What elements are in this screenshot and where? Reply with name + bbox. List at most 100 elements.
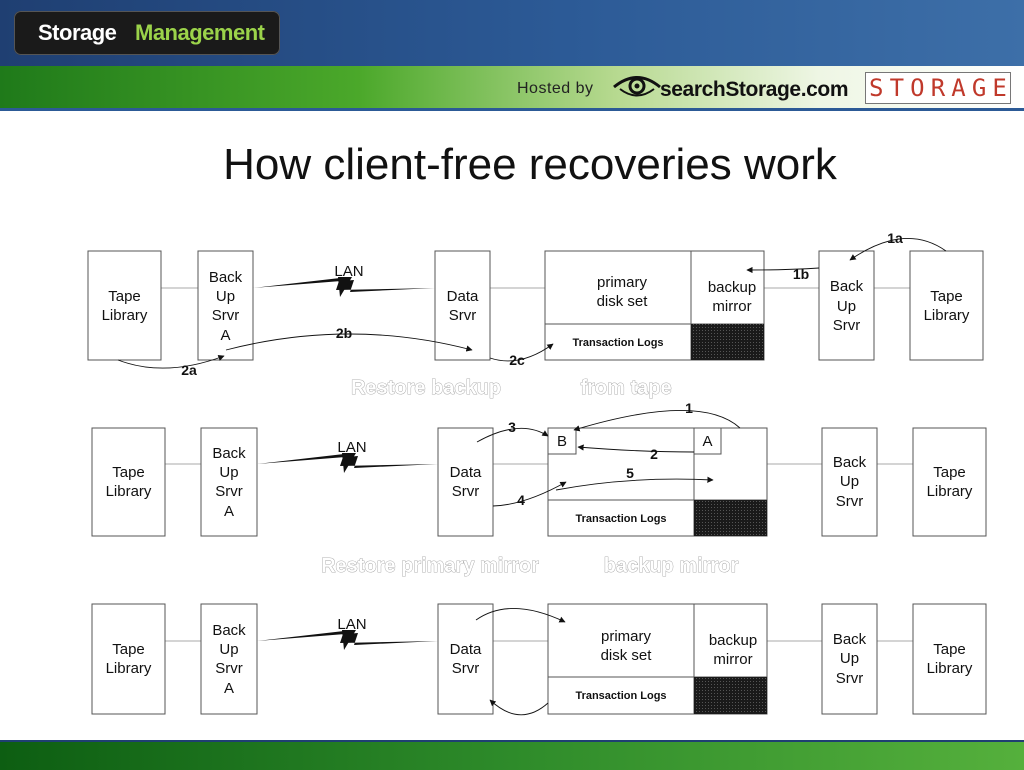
data-server-label: Srvr	[452, 660, 480, 677]
backup-server-label: A	[224, 680, 234, 697]
logo-word-storage: Storage	[38, 20, 117, 45]
arrow-step-2b	[225, 333, 473, 352]
lan-link: LAN	[253, 263, 435, 297]
primary-disk-set-label: disk set	[601, 647, 653, 664]
tape-library-label: Library	[924, 307, 970, 324]
step-label: 5	[626, 465, 634, 481]
tape-library-label: Library	[106, 483, 152, 500]
backup-server-label: Up	[840, 650, 859, 667]
tape-library-label: Library	[102, 307, 148, 324]
tape-library-label: Tape	[112, 641, 145, 658]
backup-server-label: Back	[830, 278, 864, 295]
backup-server-label: Up	[840, 473, 859, 490]
step-label: 2c	[509, 352, 525, 368]
step-label: 2	[650, 446, 658, 462]
data-server: Data Srvr	[434, 250, 491, 361]
backup-server-label: Back	[833, 631, 867, 648]
backup-server-label: Back	[209, 269, 243, 286]
storage-management-logo: Storage Management	[14, 11, 280, 55]
data-server: Data Srvr	[437, 603, 494, 715]
step-label: 1a	[887, 230, 903, 246]
backup-server-label: Srvr	[833, 317, 861, 334]
data-server-label: Srvr	[449, 307, 477, 324]
brand-letter: A	[951, 74, 966, 102]
row-2-caption: backup mirror	[604, 555, 739, 577]
transaction-logs-label: Transaction Logs	[575, 513, 666, 525]
tape-library-label: Tape	[933, 641, 966, 658]
slide-title: How client-free recoveries work	[223, 140, 837, 189]
brand-letter: G	[971, 74, 987, 102]
tape-library-label: Library	[106, 660, 152, 677]
backup-server-right: Back Up Srvr	[821, 427, 878, 537]
tape-library-label: Tape	[933, 464, 966, 481]
lan-label: LAN	[337, 616, 366, 633]
transaction-logs-label: Transaction Logs	[575, 690, 666, 702]
lan-label: LAN	[337, 439, 366, 456]
backup-server-a: Back Up Srvr A	[197, 250, 254, 361]
backup-server-right: Back Up Srvr	[818, 250, 875, 361]
brand-letter: T	[889, 74, 905, 102]
backup-server-label: Srvr	[215, 483, 243, 500]
tape-library-left: Tape Library	[91, 603, 166, 715]
backup-server-label: Back	[212, 445, 246, 462]
row-3: Tape Library Back Up Srvr A LAN Data Srv…	[91, 603, 987, 716]
arrow-step-1	[573, 410, 741, 432]
mirror-b-label: B	[557, 433, 567, 450]
lan-link: LAN	[257, 616, 438, 650]
backup-mirror-label: mirror	[712, 298, 751, 315]
brand-letter: S	[869, 74, 884, 102]
header-banner: Storage Management	[0, 0, 1024, 66]
backup-server-label: Up	[219, 464, 238, 481]
tape-library-label: Library	[927, 660, 973, 677]
row-1: Tape Library Back Up Srvr A LAN Data Srv…	[87, 230, 984, 399]
step-label: 1b	[793, 266, 809, 282]
backup-server-label: Srvr	[836, 670, 864, 687]
brand-letter: O	[910, 74, 925, 102]
data-server-label: Srvr	[452, 483, 480, 500]
row-1-caption: Restore backup	[351, 377, 501, 399]
arrow-step-5	[555, 476, 714, 491]
arrow-logs-to-server	[489, 699, 549, 716]
search-storage-logo: searchStorage.com	[660, 78, 849, 101]
step-label: 2a	[181, 362, 197, 378]
arrow-replay-to-primary	[475, 608, 566, 623]
data-server: Data Srvr	[437, 427, 494, 537]
backup-server-a: Back Up Srvr A	[200, 427, 258, 537]
header-divider	[0, 108, 1024, 111]
backup-server-right: Back Up Srvr	[821, 603, 878, 715]
tape-library-label: Tape	[112, 464, 145, 481]
logo-word-management: Management	[135, 20, 265, 45]
brand-letter: R	[930, 74, 946, 102]
header-green-band	[0, 66, 1024, 108]
tape-library-left: Tape Library	[91, 427, 166, 537]
tape-library-right: Tape Library	[909, 250, 984, 361]
storage-magazine-logo: S T O R A G E	[865, 72, 1011, 104]
data-server-label: Data	[447, 288, 479, 305]
step-label: 2b	[336, 325, 352, 341]
hosted-by-label: Hosted by	[517, 80, 594, 97]
transaction-logs-label: Transaction Logs	[572, 337, 663, 349]
row-2: Tape Library Back Up Srvr A LAN Data Srv…	[91, 400, 987, 577]
backup-server-label: Srvr	[212, 307, 240, 324]
backup-server-label: Up	[837, 298, 856, 315]
lan-link: LAN	[257, 439, 438, 473]
tape-library-right: Tape Library	[912, 603, 987, 715]
data-server-label: Data	[450, 641, 482, 658]
backup-server-label: A	[220, 327, 230, 344]
arrow-step-1a	[849, 238, 947, 261]
arrow-step-3	[476, 427, 549, 443]
arrow-step-2a	[117, 355, 225, 369]
primary-disk-set-label: disk set	[597, 293, 649, 310]
step-label: 3	[508, 419, 516, 435]
backup-mirror-label: backup	[708, 279, 756, 296]
backup-server-a: Back Up Srvr A	[200, 603, 258, 715]
tape-library-label: Tape	[930, 288, 963, 305]
backup-server-label: Srvr	[215, 660, 243, 677]
mirror-a-label: A	[702, 433, 712, 450]
eye-icon	[613, 76, 661, 97]
backup-mirror-label: backup	[709, 632, 757, 649]
row-2-caption: Restore primary mirror	[321, 555, 539, 577]
step-label: 4	[517, 492, 525, 508]
backup-server-label: Back	[212, 622, 246, 639]
